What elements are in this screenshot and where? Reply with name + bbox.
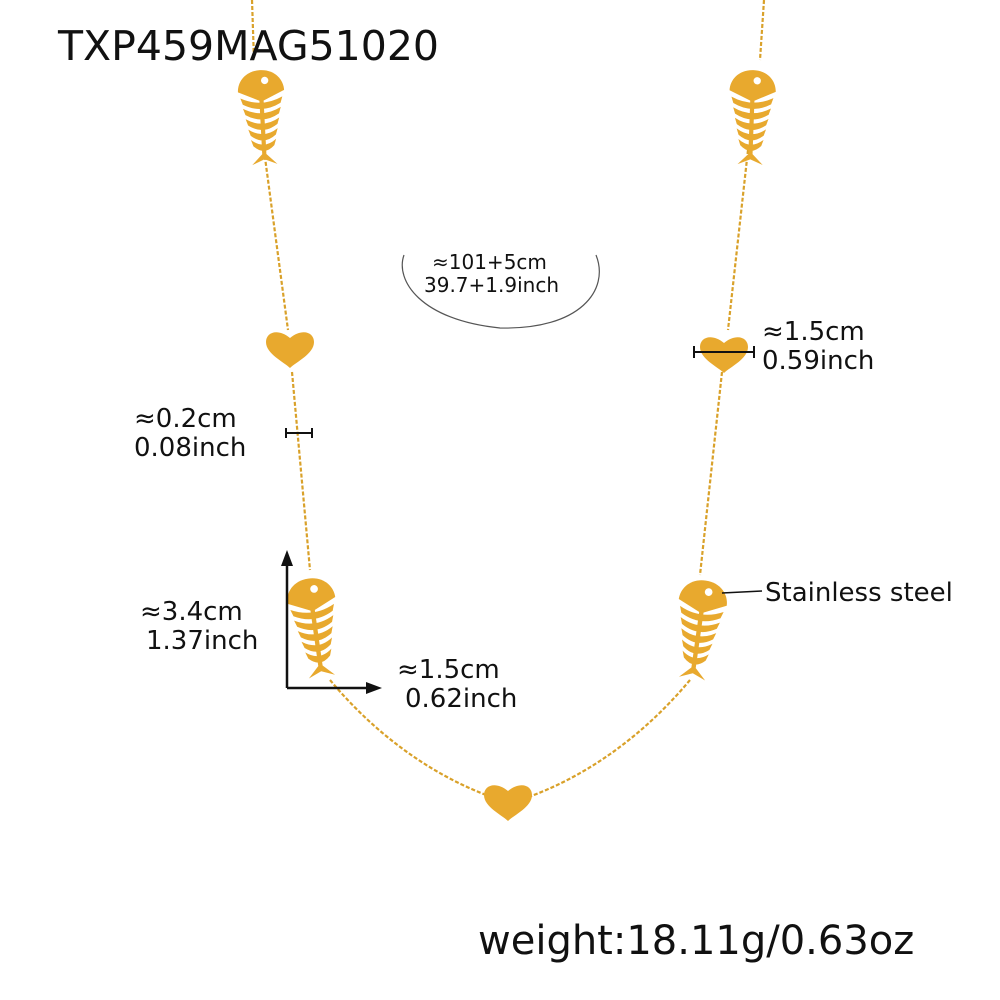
product-sku: TXP459MAG51020 [58,22,440,70]
fishbone-pendant-top-left [236,68,288,166]
chain-width-measure [285,428,313,438]
fishbone-pendant-top-right [727,69,777,166]
chain-width-inch: 0.08inch [134,433,247,463]
material-leader-line [721,590,763,594]
fish-height-cm: ≈3.4cm [140,597,243,627]
fishbone-pendant-lower-right [668,577,730,683]
fish-width-cm: ≈1.5cm [397,655,500,685]
total-length-cm: ≈101+5cm [432,250,547,274]
material-label: Stainless steel [765,578,953,608]
weight-label: weight:18.11g/0.63oz [478,918,915,964]
fishbone-pendant-lower-left [284,575,346,681]
total-length-inch: 39.7+1.9inch [424,273,559,297]
heart-width-inch: 0.59inch [762,346,875,376]
heart-pendant-mid-right [700,337,748,373]
fish-dimension-axes [281,550,382,694]
heart-width-measure [693,346,755,358]
fish-height-inch: 1.37inch [146,626,259,656]
chain [250,0,766,802]
heart-width-cm: ≈1.5cm [762,317,865,347]
length-ellipse [401,254,600,329]
heart-pendant-bottom [484,785,532,821]
fish-width-inch: 0.62inch [405,684,518,714]
heart-pendant-mid-left [266,332,314,368]
chain-width-cm: ≈0.2cm [134,404,237,434]
